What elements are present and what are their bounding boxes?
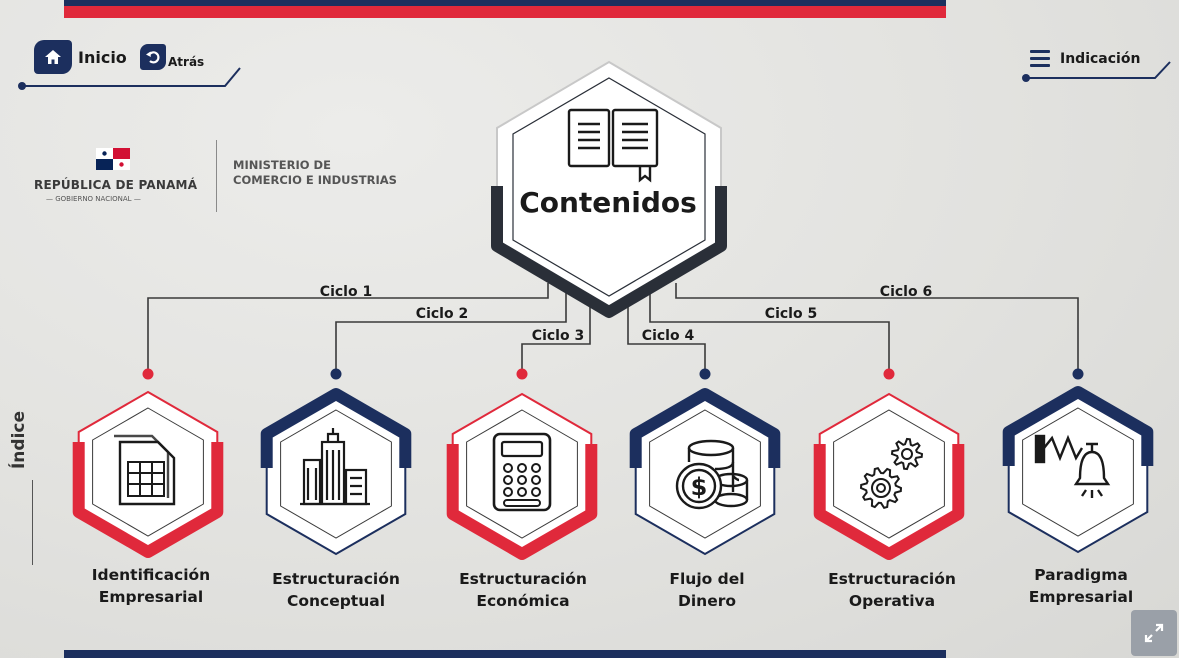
ministry-name: MINISTERIO DE COMERCIO E INDUSTRIAS [233,158,397,187]
home-button[interactable]: Inicio [34,40,127,74]
svg-text:$: $ [691,473,708,501]
home-icon [34,40,72,74]
cycle-label-5: Ciclo 5 [765,306,817,322]
back-icon [140,44,166,70]
country-name: REPÚBLICA DE PANAMÁ [34,178,198,192]
bottom-color-bar [64,650,946,658]
cycle-hexagon-1[interactable] [72,390,224,558]
ministry-logo: REPÚBLICA DE PANAMÁ — GOBIERNO NACIONAL … [30,140,410,220]
cycle-label-4: Ciclo 4 [642,328,695,344]
top-color-bar [64,0,946,18]
menu-icon [1030,46,1050,71]
government-label: — GOBIERNO NACIONAL — [46,195,141,203]
logo-divider [216,140,217,212]
cycle-dot [516,368,528,380]
contents-title: Contenidos [519,186,697,219]
cycle-label-6: Ciclo 6 [880,284,932,300]
cycle-dot [699,368,711,380]
cycle-label-3: Ciclo 3 [532,328,584,344]
back-label: Atrás [168,55,205,69]
expand-icon [1144,623,1164,643]
contents-hexagon[interactable]: Contenidos [491,60,727,318]
cycle-dots [142,368,1084,380]
cycle-dot [330,368,342,380]
panama-flag-icon [96,148,130,170]
coins-icon: $ [675,439,749,510]
indicacion-label: Indicación [1060,50,1141,67]
back-button[interactable]: Atrás [140,44,204,70]
fullscreen-button[interactable] [1131,610,1177,656]
cycle-hexagon-3[interactable] [446,392,598,560]
cycle-dot [883,368,895,380]
buildings-icon [300,428,370,506]
boxing-glove-bell-icon [1034,434,1111,498]
cycle-dot [142,368,154,380]
indice-side-label: Índice [9,400,50,570]
open-book-icon [567,108,659,183]
home-label: Inicio [78,47,127,67]
indicacion-button[interactable]: Indicación [1030,46,1140,71]
calculator-icon [492,432,552,512]
indice-line [32,480,33,565]
document-spreadsheet-icon [114,434,176,506]
cycle-dot [1072,368,1084,380]
cycle-hexagon-6[interactable] [1002,386,1154,554]
gears-icon [859,437,924,509]
cycle-hexagon-4[interactable]: $ [629,388,781,556]
cycle-hexagon-2[interactable] [260,388,412,556]
cycle-label-2: Ciclo 2 [416,306,468,322]
cycle-label-1: Ciclo 1 [320,284,372,300]
cycle-hexagon-5[interactable] [813,392,965,560]
